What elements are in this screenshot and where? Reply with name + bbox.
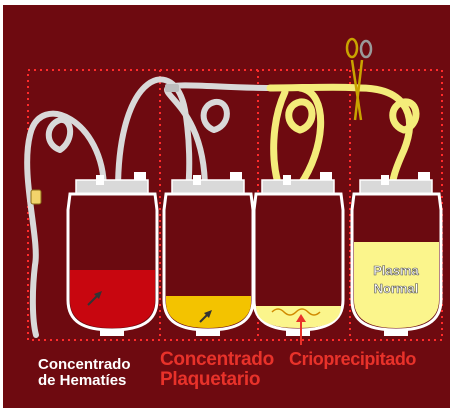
label-concentrado-hematies: Concentrado de Hematíes (38, 357, 131, 389)
label-line-2: Normal (360, 280, 432, 298)
label-line-2: de Hematíes (38, 373, 131, 389)
clamp-icon (31, 190, 41, 204)
bag-crioprecipitado (254, 172, 343, 345)
bag-plasma-normal (352, 172, 441, 336)
label-line-1: Plasma (360, 262, 432, 280)
label-concentrado-plaquetario: Concentrado Plaquetario (160, 350, 274, 390)
label-plasma-normal: Plasma Normal (360, 262, 432, 297)
label-crioprecipitado: Crioprecipitado (289, 350, 416, 369)
tube-connector (165, 84, 179, 92)
label-line-1: Concentrado (38, 357, 131, 373)
label-line-1: Crioprecipitado (289, 350, 416, 369)
label-line-2: Plaquetario (160, 370, 274, 390)
label-line-1: Concentrado (160, 350, 274, 370)
bag-concentrado-hematies (68, 172, 157, 336)
bag-concentrado-plaquetario (164, 172, 253, 336)
